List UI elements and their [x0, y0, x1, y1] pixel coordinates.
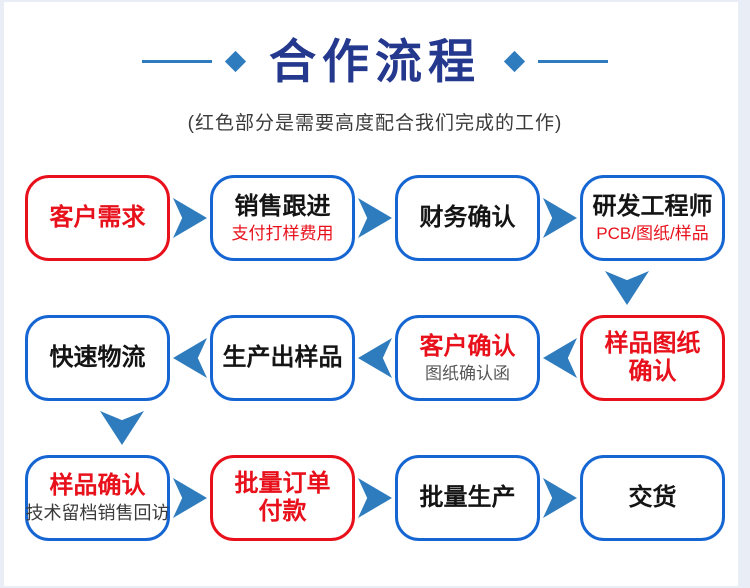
arrow-right-icon — [358, 478, 392, 518]
flow-node-fast-logistics: 快速物流 — [25, 315, 170, 401]
flow-row-1: 客户需求 销售跟进 支付打样费用 财务确认 研发工程师 PCB/图纸/样品 — [25, 175, 725, 261]
arrow-down-icon — [605, 271, 649, 305]
node-title: 客户需求 — [49, 204, 146, 232]
flow-node-finance-confirm: 财务确认 — [395, 175, 540, 261]
node-subtitle: 技术留档销售回访 — [25, 502, 170, 523]
title-rule-right — [538, 59, 608, 63]
diamond-icon — [503, 50, 526, 72]
flow-node-customer-demand: 客户需求 — [25, 175, 170, 261]
diamond-icon — [224, 50, 247, 72]
page-edge-left — [0, 0, 4, 588]
flow-node-customer-confirm: 客户确认 图纸确认函 — [395, 315, 540, 401]
flow-node-sales-follow-up: 销售跟进 支付打样费用 — [210, 175, 355, 261]
flow-node-sample-drawing-confirm: 样品图纸 确认 — [580, 315, 725, 401]
node-title-line2: 付款 — [258, 498, 307, 525]
arrow-left-icon — [543, 338, 577, 378]
arrow-right-icon — [543, 478, 577, 518]
arrow-right-icon — [358, 198, 392, 238]
flowchart: 客户需求 销售跟进 支付打样费用 财务确认 研发工程师 PCB/图纸/样品 — [0, 175, 750, 541]
node-subtitle: 图纸确认函 — [425, 363, 510, 383]
node-title: 销售跟进 — [234, 192, 331, 220]
arrow-right-icon — [173, 478, 207, 518]
flow-node-sample-confirm: 样品确认 技术留档销售回访 — [25, 455, 170, 541]
page-subtitle: (红色部分是需要高度配合我们完成的工作) — [187, 113, 563, 134]
flow-node-produce-sample: 生产出样品 — [210, 315, 355, 401]
node-title: 研发工程师 — [592, 192, 713, 220]
page-edge-right — [738, 0, 750, 588]
title-rule-left — [142, 59, 212, 63]
arrow-left-icon — [173, 338, 207, 378]
node-subtitle: PCB/图纸/样品 — [596, 223, 709, 243]
arrow-left-icon — [358, 338, 392, 378]
node-title: 批量生产 — [419, 484, 516, 512]
node-title: 财务确认 — [419, 204, 516, 232]
flow-row-3: 样品确认 技术留档销售回访 批量订单 付款 批量生产 交货 — [25, 455, 725, 541]
node-title: 客户确认 — [419, 332, 516, 360]
node-subtitle: 支付打样费用 — [231, 223, 334, 243]
node-title-line2: 确认 — [628, 358, 677, 385]
arrow-right-icon — [543, 198, 577, 238]
flow-node-bulk-production: 批量生产 — [395, 455, 540, 541]
arrow-down-icon — [100, 411, 144, 445]
node-title: 交货 — [628, 484, 677, 512]
page-edge-top — [0, 0, 750, 2]
flow-node-bulk-order-payment: 批量订单 付款 — [210, 455, 355, 541]
node-title: 样品确认 — [49, 472, 146, 500]
header: 合作流程 (红色部分是需要高度配合我们完成的工作) — [0, 0, 750, 135]
node-title: 样品图纸 — [604, 330, 701, 358]
flow-row-2: 快速物流 生产出样品 客户确认 图纸确认函 样品图纸 确认 — [25, 315, 725, 401]
connector-row-2 — [25, 401, 725, 455]
node-title: 快速物流 — [49, 344, 146, 372]
page-edge-bottom — [0, 586, 750, 588]
flow-node-delivery: 交货 — [580, 455, 725, 541]
connector-row-1 — [25, 261, 725, 315]
node-title: 生产出样品 — [222, 344, 343, 372]
node-title: 批量订单 — [234, 470, 331, 498]
arrow-right-icon — [173, 198, 207, 238]
title-row: 合作流程 — [0, 30, 750, 92]
flow-node-rd-engineer: 研发工程师 PCB/图纸/样品 — [580, 175, 725, 261]
page-title: 合作流程 — [269, 34, 481, 88]
